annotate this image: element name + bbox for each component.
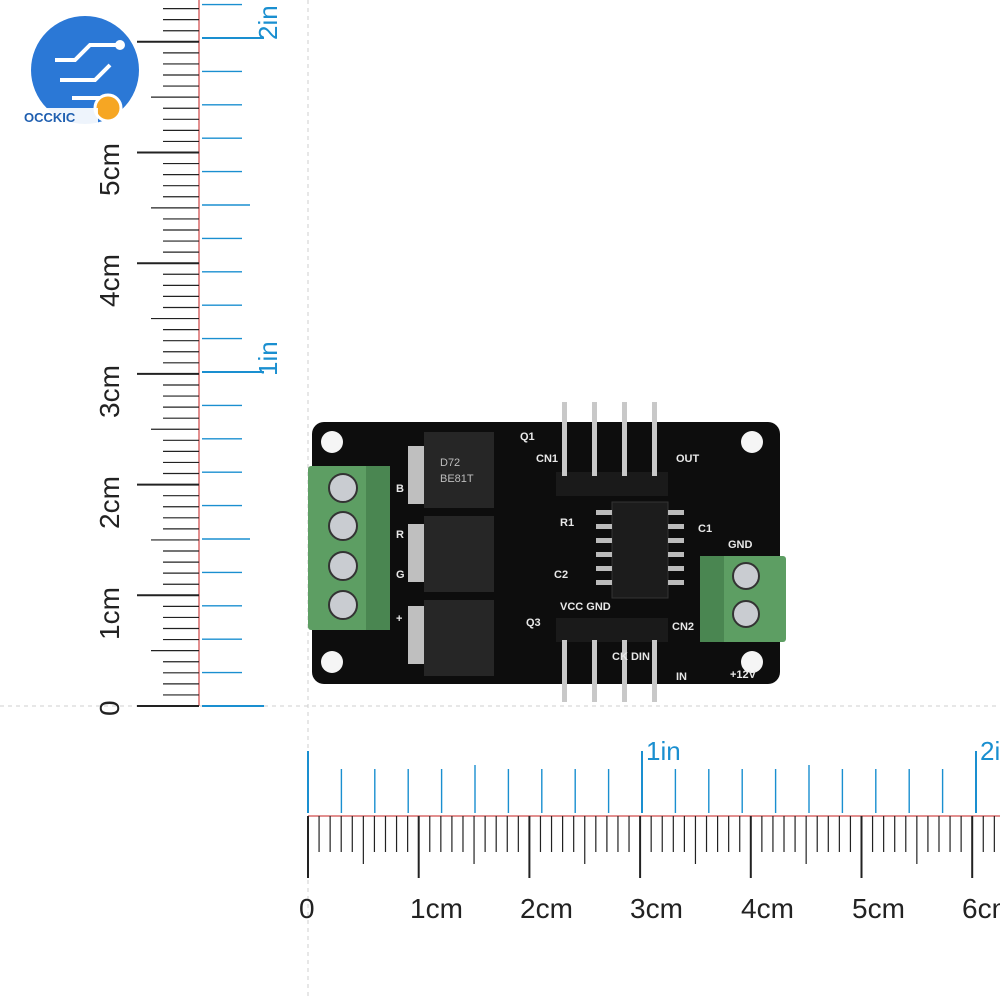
screw-5 <box>732 562 760 590</box>
label-vcc-gnd: VCC GND <box>560 601 611 613</box>
screw-6 <box>732 600 760 628</box>
label-r: R <box>396 529 404 541</box>
vertical-cm-labels: 0 1cm 2cm 3cm 4cm 5cm <box>94 143 125 716</box>
v-label-1in: 1in <box>253 341 283 376</box>
h-label-6cm: 6cm <box>962 893 1000 924</box>
svg-text:BE81T: BE81T <box>440 473 474 485</box>
driver-ic <box>596 501 684 599</box>
mount-hole-bl <box>321 651 343 673</box>
gear-icon <box>93 93 123 123</box>
h-label-2cm: 2cm <box>520 893 573 924</box>
label-q1: Q1 <box>520 431 535 443</box>
mosfet-q1: D72 BE81T <box>408 432 494 508</box>
screw-2 <box>328 511 358 541</box>
h-label-3cm: 3cm <box>630 893 683 924</box>
label-q3: Q3 <box>526 617 541 629</box>
v-label-5cm: 5cm <box>94 143 125 196</box>
label-ck-din: CK DIN <box>612 651 650 663</box>
label-in: IN <box>676 671 687 683</box>
label-g: G <box>396 569 405 581</box>
label-c2: C2 <box>554 569 568 581</box>
circuit-node-icon <box>115 40 125 50</box>
label-cn1: CN1 <box>536 453 558 465</box>
mount-hole-tl <box>321 431 343 453</box>
label-gnd: GND <box>728 539 753 551</box>
h-label-1cm: 1cm <box>410 893 463 924</box>
v-label-3cm: 3cm <box>94 365 125 418</box>
mount-hole-br <box>741 651 763 673</box>
mosfet-q2 <box>408 516 494 592</box>
vertical-ruler <box>137 3 264 707</box>
terminal-block-left <box>308 466 390 630</box>
label-out: OUT <box>676 453 700 465</box>
horizontal-cm-labels: 0 1cm 2cm 3cm 4cm 5cm 6cm <box>299 893 1000 924</box>
h-label-1in: 1in <box>646 736 681 766</box>
v-label-0: 0 <box>94 700 125 716</box>
horizontal-ruler <box>307 751 995 878</box>
header-in <box>556 618 668 702</box>
v-label-1cm: 1cm <box>94 587 125 640</box>
svg-text:D72: D72 <box>440 457 460 469</box>
led-driver-board: B R G + D72 BE81T Q1 Q3 OUT CN1 <box>308 402 786 702</box>
v-label-2cm: 2cm <box>94 476 125 529</box>
logo-text: OCCKIC <box>24 110 76 125</box>
label-c1: C1 <box>698 523 712 535</box>
label-plus: + <box>396 613 402 625</box>
h-label-0: 0 <box>299 893 315 924</box>
mount-hole-tr <box>741 431 763 453</box>
horizontal-inch-labels: 1in 2in <box>646 736 1000 766</box>
screw-4 <box>328 590 358 620</box>
label-b: B <box>396 483 404 495</box>
label-cn2: CN2 <box>672 621 694 633</box>
h-label-5cm: 5cm <box>852 893 905 924</box>
v-label-4cm: 4cm <box>94 254 125 307</box>
screw-3 <box>328 551 358 581</box>
brand-logo: OCCKIC <box>20 16 139 126</box>
v-label-2in: 2in <box>253 5 283 40</box>
h-label-2in: 2in <box>980 736 1000 766</box>
logo-circle <box>31 16 139 124</box>
label-12v: +12V <box>730 669 757 681</box>
terminal-block-right <box>700 556 786 642</box>
header-out <box>556 402 668 496</box>
label-r1: R1 <box>560 517 574 529</box>
h-label-4cm: 4cm <box>741 893 794 924</box>
vertical-inch-labels: 1in 2in <box>253 5 283 376</box>
screw-1 <box>328 473 358 503</box>
circuit-icon <box>55 43 120 100</box>
mosfet-q3 <box>408 600 494 676</box>
